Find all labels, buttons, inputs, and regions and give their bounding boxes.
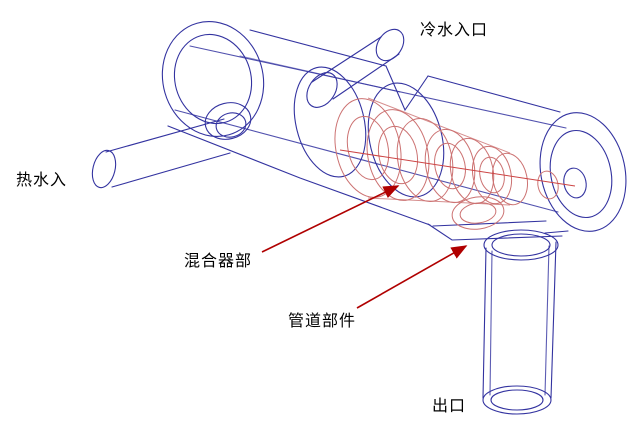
left-flange [161, 21, 265, 140]
pipe-component-arrow [356, 245, 468, 309]
cold-water-inlet-pipe [306, 28, 405, 108]
outlet-pipe [427, 220, 563, 415]
wireframe-assembly [91, 21, 627, 415]
annotation-arrows [261, 185, 468, 309]
label-cold-water-inlet: 冷水入口 [420, 22, 489, 39]
mixer-internals [334, 97, 559, 230]
label-pipe-component: 管道部件 [288, 313, 357, 330]
label-hot-water-inlet: 热水入 [16, 172, 68, 189]
hot-water-inlet-pipe [91, 118, 231, 189]
mixer-axis-line [339, 149, 576, 187]
label-outlet: 出口 [432, 398, 467, 415]
label-mixer-section: 混合器部 [184, 253, 253, 270]
mixer-section-arrow [261, 185, 400, 253]
